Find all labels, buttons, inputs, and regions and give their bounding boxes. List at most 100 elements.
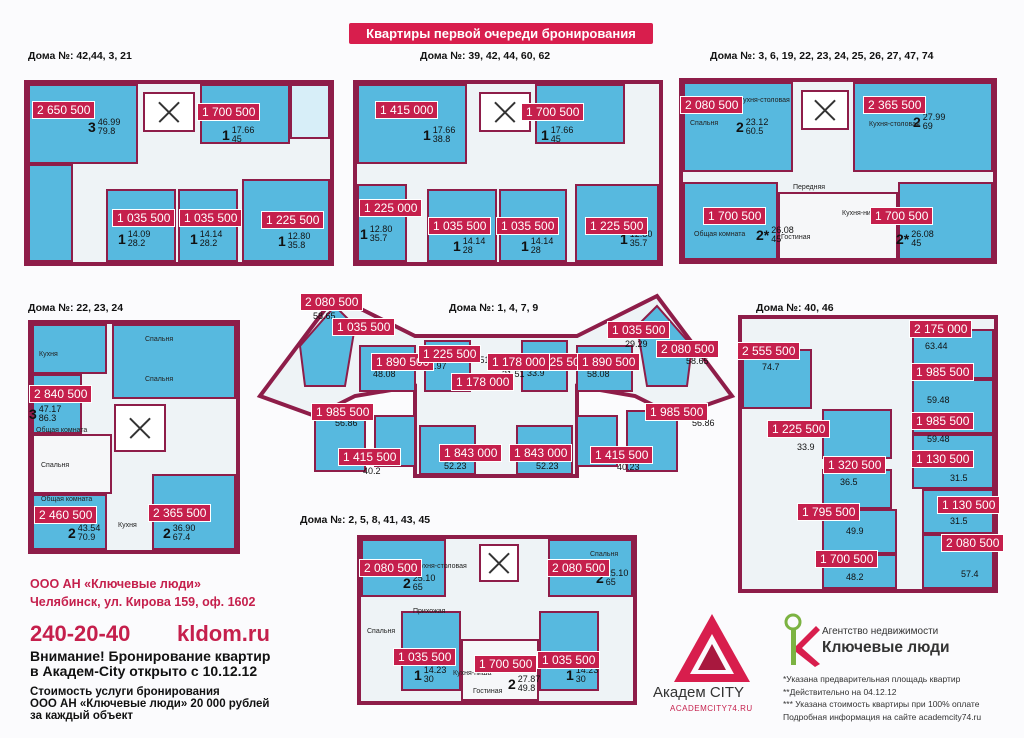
price-tag: 1 985 500 bbox=[911, 412, 975, 430]
room-label: Спальня bbox=[367, 628, 396, 635]
price-tag: 1 415 500 bbox=[338, 448, 402, 466]
stair-icon bbox=[479, 92, 531, 132]
academ-city-name: Академ CITY bbox=[653, 684, 744, 701]
price-tag: 1 700 500 bbox=[870, 207, 934, 225]
room-label: Общая комната bbox=[36, 427, 88, 434]
area-label: 36.5 bbox=[840, 477, 858, 487]
contacts: ООО АН «Ключевые люди» Челябинск, ул. Ки… bbox=[30, 577, 255, 609]
price-tag: 1 700 500 bbox=[474, 655, 538, 673]
room-label: Передняя bbox=[793, 184, 826, 191]
area-label: 58.65 bbox=[686, 356, 709, 366]
area-label: 56.86 bbox=[335, 418, 358, 428]
footnote: Подробная информация на сайте academcity… bbox=[783, 711, 982, 722]
area-label: 33.9 bbox=[797, 442, 815, 452]
footnotes: *Указана предварительная площадь квартир… bbox=[783, 673, 981, 723]
area-label: 40.2 bbox=[363, 466, 381, 476]
price-tag: 1 225 500 bbox=[418, 345, 482, 363]
area-label: 52.23 bbox=[444, 461, 467, 471]
price-tag: 2 650 500 bbox=[32, 101, 96, 119]
website-link[interactable]: kldom.ru bbox=[177, 621, 270, 646]
price-tag: 1 225 500 bbox=[585, 217, 649, 235]
block-2-title: Дома №: 39, 42, 44, 60, 62 bbox=[420, 50, 551, 62]
room-label: Спальня bbox=[690, 120, 719, 127]
room bbox=[112, 324, 236, 399]
price-tag: 1 035 500 bbox=[428, 217, 492, 235]
price-tag: 1 178 000 bbox=[451, 373, 515, 391]
room bbox=[290, 84, 330, 139]
block-4-title: Дома №: 22, 23, 24 bbox=[28, 302, 124, 314]
price-tag: 1 415 000 bbox=[375, 101, 439, 119]
room-label: Кухня-ниша bbox=[842, 210, 881, 217]
price-tag: 1 985 500 bbox=[645, 403, 709, 421]
room bbox=[357, 184, 407, 262]
price-tag: 1 225 500 bbox=[261, 211, 325, 229]
area-label: 57.4 bbox=[961, 569, 979, 579]
header-banner: Квартиры первой очереди бронирования bbox=[349, 23, 653, 44]
booking-notice: Внимание! Бронирование квартир в Академ-… bbox=[30, 648, 271, 679]
phone-number[interactable]: 240-20-40 bbox=[30, 621, 131, 646]
price-tag: 1 035 500 bbox=[332, 318, 396, 336]
price-tag: 2 365 500 bbox=[863, 96, 927, 114]
area-label: 33.97 bbox=[424, 361, 447, 371]
area-label: 52.23 bbox=[536, 461, 559, 471]
area-label: 48.2 bbox=[846, 572, 864, 582]
price-tag: 2 080 500 bbox=[941, 534, 1005, 552]
stair-icon bbox=[114, 404, 166, 452]
price-tag: 1 795 500 bbox=[797, 503, 861, 521]
room bbox=[28, 164, 73, 262]
price-tag: 2 840 500 bbox=[29, 385, 93, 403]
area-label: 59.48 bbox=[927, 395, 950, 405]
price-tag: 2 080 500 bbox=[656, 340, 720, 358]
area-label: 48.08 bbox=[373, 369, 396, 379]
price-tag: 2 080 500 bbox=[547, 559, 611, 577]
price-tag: 1 130 500 bbox=[911, 450, 975, 468]
footnote: **Действительно на 04.12.12 bbox=[783, 686, 897, 697]
room bbox=[822, 409, 892, 459]
stair-icon bbox=[143, 92, 195, 132]
price-tag: 1 700 500 bbox=[815, 550, 879, 568]
price-tag: 1 985 500 bbox=[911, 363, 975, 381]
price-tag: 1 843 000 bbox=[439, 444, 503, 462]
area-label: 58.65 bbox=[313, 311, 336, 321]
area-label: 33.9 bbox=[527, 368, 545, 378]
area-label: 58.08 bbox=[587, 369, 610, 379]
area-label: 29.29 bbox=[625, 339, 648, 349]
price-tag: 1 035 500 bbox=[537, 651, 601, 669]
room-label: Общая комната bbox=[41, 496, 93, 503]
room-label: Прихожая bbox=[413, 608, 446, 615]
room bbox=[32, 324, 107, 374]
block-6-title: Дома №: 40, 46 bbox=[756, 302, 834, 314]
price-tag: 1 035 500 bbox=[393, 648, 457, 666]
area-label: 31.5 bbox=[950, 473, 968, 483]
room-label: Кухня-ниша bbox=[453, 670, 492, 677]
price-tag: 2 080 500 bbox=[680, 96, 744, 114]
room-label: Кухня-столовая bbox=[416, 563, 467, 570]
academ-city-url[interactable]: ACADEMCITY74.RU bbox=[670, 704, 753, 713]
area-label: 49.9 bbox=[846, 526, 864, 536]
price-tag: 1 415 500 bbox=[590, 446, 654, 464]
key-people-logo-icon bbox=[784, 613, 820, 667]
room-label: Спальня bbox=[41, 462, 70, 469]
area-label: 31.5 bbox=[950, 516, 968, 526]
block-5-title: Дома №: 1, 4, 7, 9 bbox=[449, 302, 539, 314]
price-tag: 2 555 500 bbox=[737, 342, 801, 360]
price-tag: 2 460 500 bbox=[34, 506, 98, 524]
price-tag: 1 700 500 bbox=[197, 103, 261, 121]
price-tag: 1 178 000 bbox=[487, 353, 551, 371]
room bbox=[357, 84, 467, 164]
price-tag: 2 080 500 bbox=[300, 293, 364, 311]
